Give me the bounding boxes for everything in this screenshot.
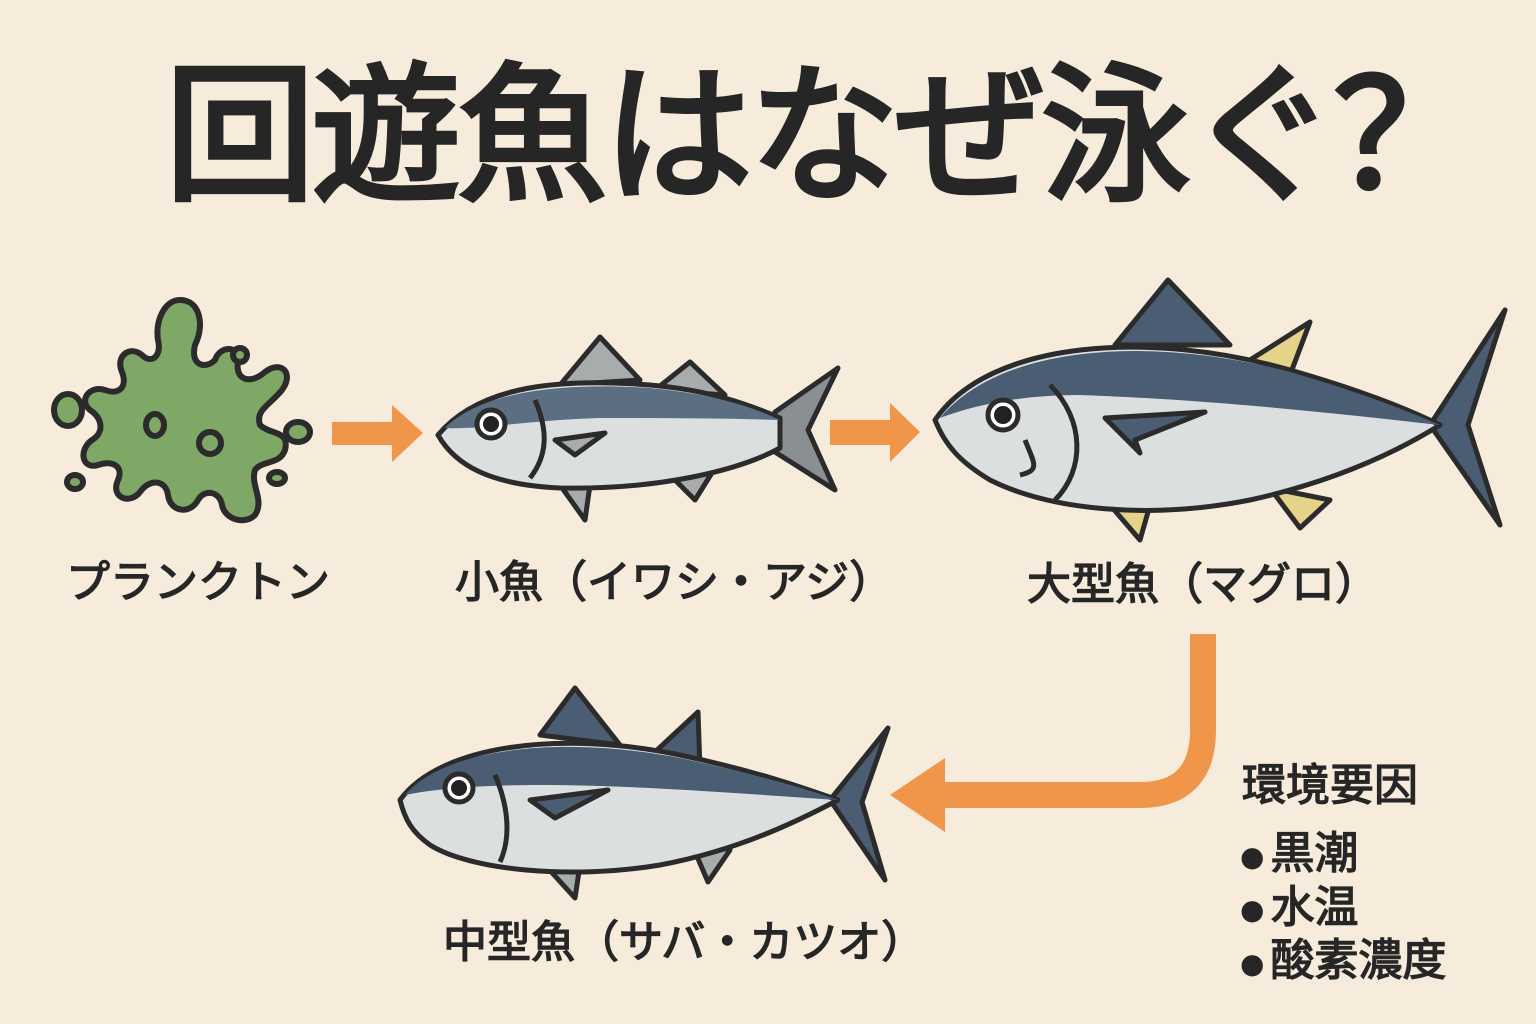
small-fish-icon	[435, 334, 841, 523]
small-fish-label: 小魚（イワシ・アジ）	[455, 557, 894, 608]
tuna-icon	[932, 277, 1508, 543]
arrow-icon	[830, 403, 920, 462]
environment-item: ●水温	[1240, 881, 1359, 933]
bonito-icon	[397, 685, 891, 901]
bullet-icon: ●	[1240, 946, 1265, 980]
page-title: 回遊魚はなぜ泳ぐ？	[165, 50, 1483, 224]
environment-item: ●酸素濃度	[1240, 935, 1447, 986]
bullet-icon: ●	[1240, 893, 1265, 926]
environment-list: ●黒潮 ●水温 ●酸素濃度	[1240, 828, 1446, 989]
large-fish-label: 大型魚（マグロ）	[1027, 559, 1379, 610]
plankton-icon	[51, 297, 313, 524]
curved-arrow-icon	[890, 634, 1216, 832]
arrow-icon	[332, 405, 423, 462]
bullet-icon: ●	[1240, 839, 1265, 873]
plankton-label: プランクトン	[66, 557, 330, 608]
environment-item: ●黒潮	[1240, 828, 1359, 879]
medium-fish-label: 中型魚（サバ・カツオ）	[443, 917, 926, 968]
environment-title: 環境要因	[1242, 760, 1418, 811]
